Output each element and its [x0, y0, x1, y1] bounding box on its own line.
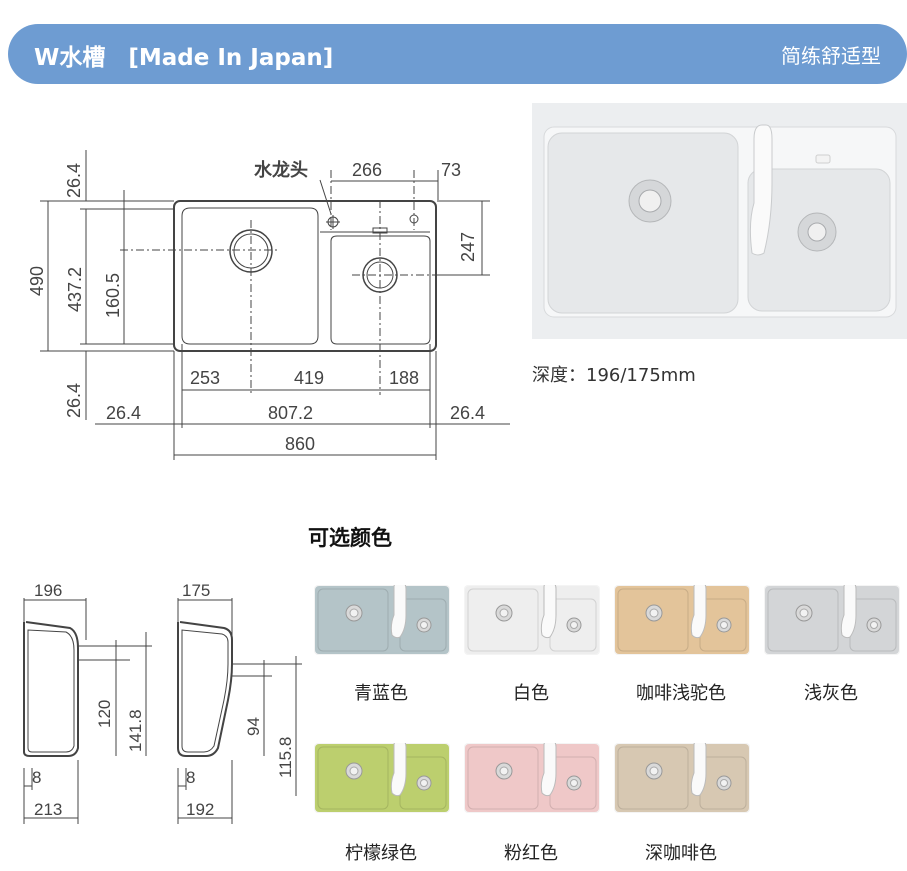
- color-label-light-gray: 浅灰色: [804, 683, 858, 704]
- section-left-8-dim: 8: [32, 768, 41, 787]
- swatch-dark-coffee: [614, 743, 750, 813]
- plan-dimension-drawing: 水龙头 266 73 247 26.4 490 437.2 160.5 26.4…: [27, 150, 510, 460]
- dim-26-4-top: 26.4: [64, 163, 84, 198]
- color-label-white: 白色: [513, 683, 549, 704]
- swatch-coffee-camel: [614, 585, 750, 655]
- section-left-120-dim: 120: [95, 700, 114, 728]
- dim-419: 419: [294, 368, 324, 388]
- dim-26-4-bottom: 26.4: [64, 383, 84, 418]
- dim-26-4-right: 26.4: [450, 403, 485, 423]
- dim-860: 860: [285, 434, 315, 454]
- dim-253: 253: [190, 368, 220, 388]
- faucet-label: 水龙头: [254, 159, 308, 180]
- swatch-light-gray: [764, 585, 900, 655]
- color-label-dark-coffee: 深咖啡色: [645, 843, 717, 864]
- dim-437-2: 437.2: [65, 267, 85, 312]
- section-right-115-8-dim: 115.8: [276, 737, 295, 778]
- swatch-pink: [464, 743, 600, 813]
- page-subtitle: 简练舒适型: [781, 44, 881, 68]
- page-title: W水槽 [Made In Japan]: [34, 45, 334, 71]
- header-banner: W水槽 [Made In Japan] 简练舒适型: [8, 24, 907, 84]
- dim-160-5: 160.5: [103, 273, 123, 318]
- swatch-white: [464, 585, 600, 655]
- section-left-top-dim: 196: [34, 581, 62, 600]
- dim-188: 188: [389, 368, 419, 388]
- color-options-title: 可选颜色: [308, 526, 392, 550]
- section-right-192-dim: 192: [186, 800, 214, 819]
- section-left-213-dim: 213: [34, 800, 62, 819]
- dim-807-2: 807.2: [268, 403, 313, 423]
- dim-26-4-left: 26.4: [106, 403, 141, 423]
- dim-73: 73: [441, 160, 461, 180]
- color-label-lime-green: 柠檬绿色: [345, 843, 417, 864]
- depth-text: 深度：196/175mm: [532, 365, 696, 386]
- color-label-coffee-camel: 咖啡浅驼色: [636, 683, 726, 704]
- color-label-pink: 粉红色: [504, 843, 558, 864]
- dim-247: 247: [458, 232, 478, 262]
- dim-266: 266: [352, 160, 382, 180]
- swatch-cyan-blue: [314, 585, 450, 655]
- product-photo: [532, 103, 907, 339]
- section-right-top-dim: 175: [182, 581, 210, 600]
- section-right-8-dim: 8: [186, 768, 195, 787]
- dim-490: 490: [27, 266, 47, 296]
- swatch-lime-green: [314, 743, 450, 813]
- section-drawings: 196 120 141.8 8 213 175 94 115.8 8 192: [23, 581, 302, 824]
- section-right-94-dim: 94: [244, 717, 263, 736]
- section-left-141-8-dim: 141.8: [126, 709, 145, 752]
- color-label-cyan-blue: 青蓝色: [354, 683, 408, 704]
